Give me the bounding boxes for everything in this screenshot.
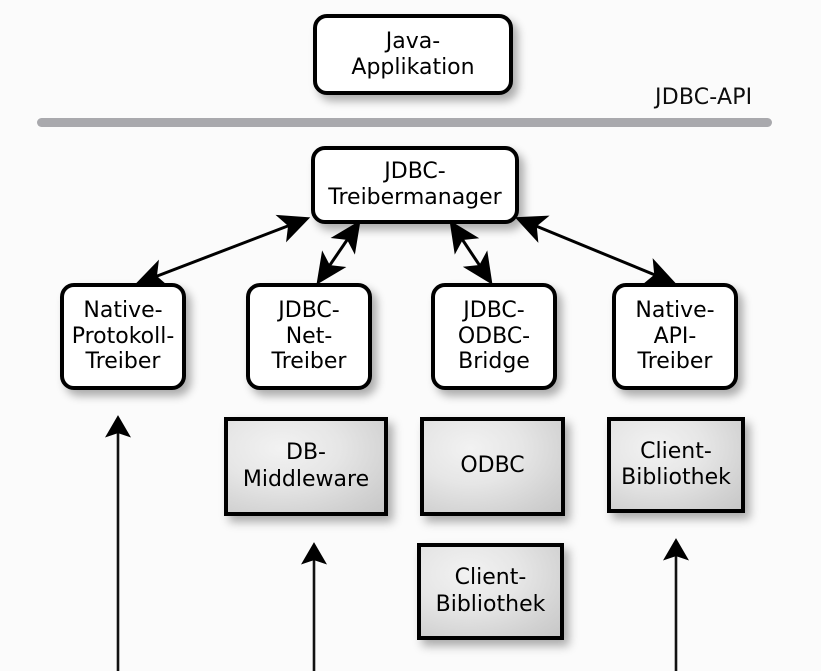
node-jdbc-odbc-bridge[interactable]: JDBC-ODBC-Bridge (431, 283, 557, 390)
jdbc-api-label: JDBC-API (655, 85, 753, 110)
node-client-bibliothek-odbc-label: Client-Bibliothek (435, 565, 546, 617)
connector-treibermanager-jdbc-odbc (449, 220, 493, 285)
node-jdbc-treibermanager[interactable]: JDBC-Treibermanager (311, 146, 519, 224)
connector-treibermanager-jdbc-net (316, 220, 361, 285)
node-db-middleware-label: DB-Middleware (242, 440, 370, 492)
connector-treibermanager-native-api (514, 215, 677, 286)
node-jdbc-treibermanager-label: JDBC-Treibermanager (328, 159, 502, 210)
node-client-bibliothek-right-label: Client-Bibliothek (621, 438, 731, 490)
node-java-applikation-label: Java-Applikation (351, 28, 475, 80)
connector-treibermanager-native-protokoll (134, 214, 311, 288)
node-jdbc-net-treiber-label: JDBC-Net-Treiber (271, 297, 347, 375)
node-client-bibliothek-odbc[interactable]: Client-Bibliothek (417, 543, 564, 640)
node-native-protokoll-treiber[interactable]: Native-Protokoll-Treiber (60, 283, 186, 390)
node-client-bibliothek-right[interactable]: Client-Bibliothek (607, 417, 745, 513)
node-native-api-treiber[interactable]: Native-API-Treiber (612, 283, 738, 390)
node-jdbc-odbc-bridge-label: JDBC-ODBC-Bridge (457, 297, 531, 375)
node-db-middleware[interactable]: DB-Middleware (224, 417, 388, 516)
node-odbc[interactable]: ODBC (420, 417, 565, 516)
node-odbc-label: ODBC (460, 453, 525, 479)
node-jdbc-net-treiber[interactable]: JDBC-Net-Treiber (246, 283, 372, 390)
node-java-applikation[interactable]: Java-Applikation (313, 14, 513, 95)
node-native-protokoll-treiber-label: Native-Protokoll-Treiber (71, 297, 175, 375)
jdbc-api-separator-bar (37, 118, 772, 127)
node-native-api-treiber-label: Native-API-Treiber (635, 297, 715, 375)
